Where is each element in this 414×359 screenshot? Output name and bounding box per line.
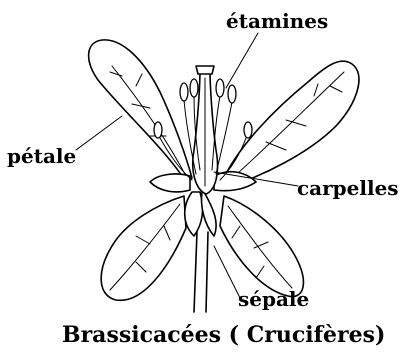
petal-lower-left (101, 196, 186, 300)
petal-upper-right (222, 61, 359, 188)
stem (194, 232, 208, 312)
label-carpelles: carpelles (297, 176, 399, 200)
label-etamines: étamines (226, 9, 328, 33)
petal-upper-left (89, 40, 192, 182)
label-petale: pétale (7, 144, 76, 168)
label-sepale: sépale (238, 287, 309, 311)
diagram-caption: Brassicacées ( Crucifères) (62, 322, 385, 348)
petal-lower-right (220, 196, 303, 297)
